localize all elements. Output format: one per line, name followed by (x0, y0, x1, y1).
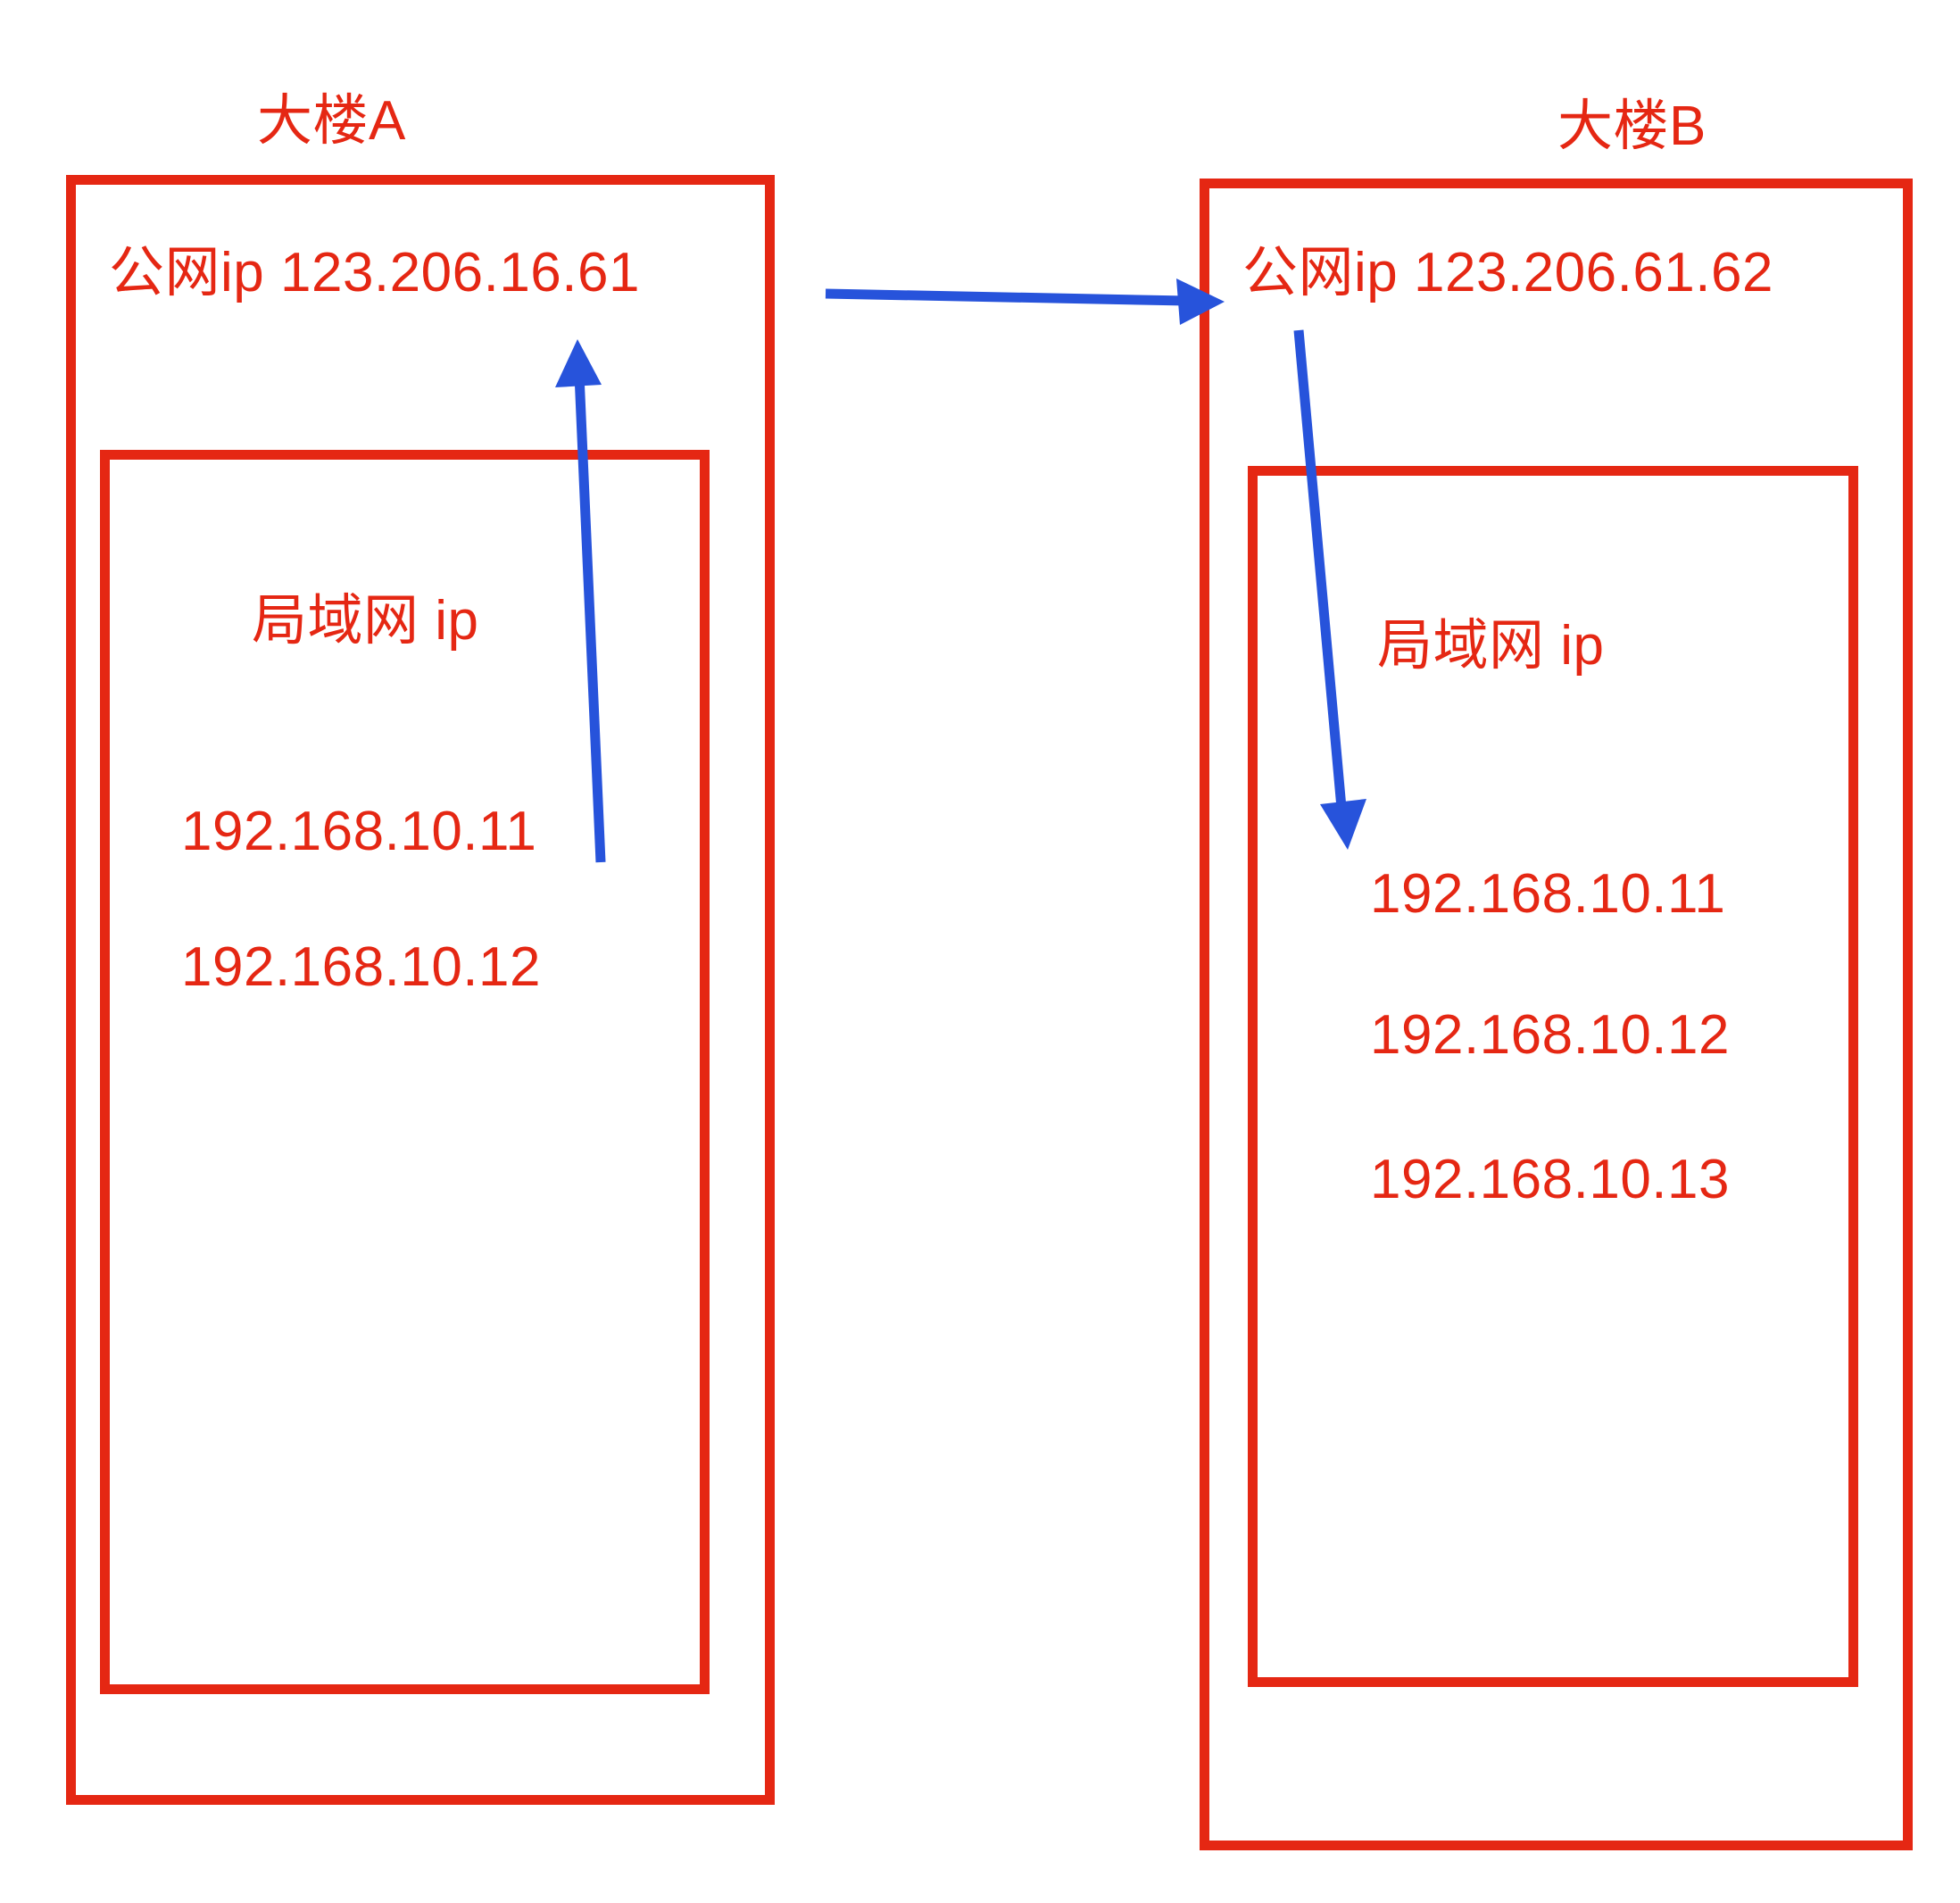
building-b-outer-box (1200, 179, 1913, 1850)
building-a-lan-label: 局域网 ip (252, 590, 479, 652)
building-b-lan-label: 局域网 ip (1377, 615, 1605, 677)
building-b-title: 大楼B (1557, 96, 1707, 157)
building-a-outer-box (66, 175, 775, 1805)
building-b-lan-ip-3: 192.168.10.13 (1370, 1149, 1730, 1210)
building-b-lan-ip-2: 192.168.10.12 (1370, 1004, 1730, 1066)
arrow-a-wan-to-b-wan (825, 278, 1225, 325)
building-a-inner-box (100, 450, 710, 1694)
building-a-lan-ip-2: 192.168.10.12 (181, 936, 541, 998)
building-a-title: 大楼A (257, 90, 406, 152)
building-a-wan-text: 公网ip 123.206.16.61 (109, 242, 640, 303)
building-a-lan-ip-1: 192.168.10.11 (181, 801, 537, 862)
building-b-wan-text: 公网ip 123.206.61.62 (1242, 242, 1773, 303)
building-b-inner-box (1248, 466, 1858, 1687)
building-b-lan-ip-1: 192.168.10.11 (1370, 863, 1726, 925)
